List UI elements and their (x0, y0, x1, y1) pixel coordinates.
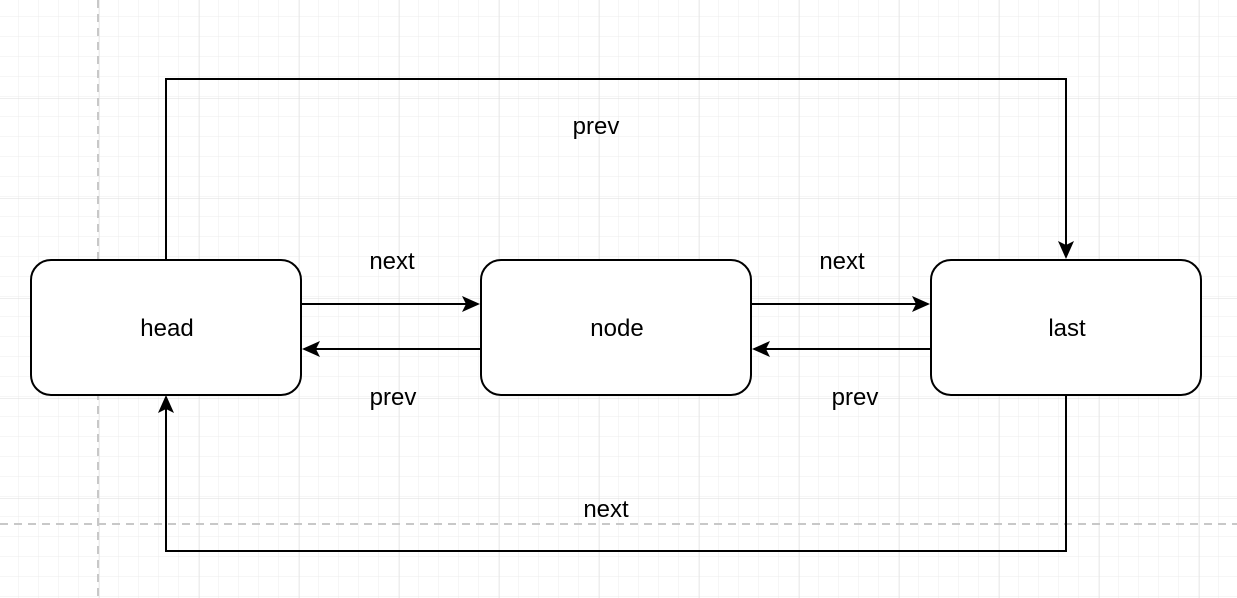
edge-label-last-next-head: next (583, 496, 629, 523)
edge-label-node-prev: prev (370, 384, 417, 411)
node-head[interactable]: head (30, 259, 302, 396)
node-node[interactable]: node (480, 259, 752, 396)
edge-label-head-next: next (369, 248, 415, 275)
node-last-label: last (1048, 315, 1086, 342)
edge-last-next-head[interactable] (158, 395, 1067, 552)
edge-label-head-prev-last: prev (573, 113, 620, 140)
edge-label-node-next: next (819, 248, 865, 275)
node-last[interactable]: last (930, 259, 1202, 396)
edge-label-last-prev: prev (832, 384, 879, 411)
edge-head-prev-last[interactable] (165, 78, 1074, 259)
node-node-label: node (590, 315, 643, 342)
node-head-label: head (140, 315, 193, 342)
